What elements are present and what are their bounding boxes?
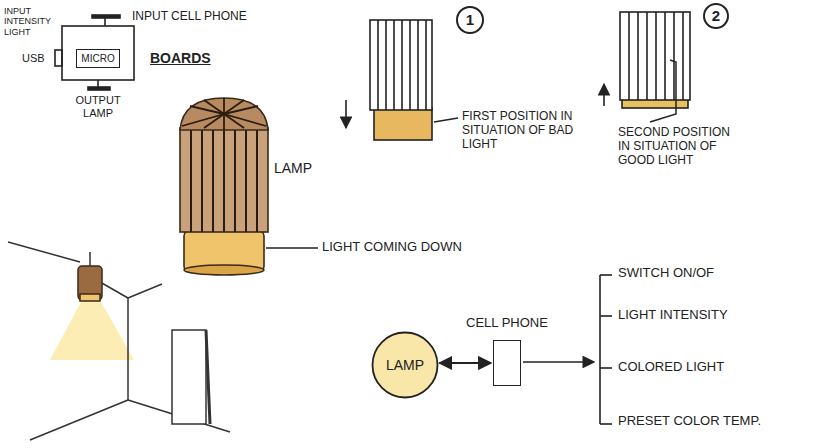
note-label: SECOND POSITION IN SITUATION OF GOOD LIG… <box>618 126 743 167</box>
function-bracket <box>600 275 612 424</box>
input-label: INPUT INTENSITY LIGHT <box>4 6 62 37</box>
leader-line <box>434 118 458 122</box>
room-sketch <box>8 242 230 440</box>
note-label: LIGHT COMING DOWN <box>322 240 462 255</box>
node-text: CELL PHONE <box>466 315 548 330</box>
output-arrow <box>523 361 594 363</box>
lamp-position-2 <box>620 12 690 108</box>
function-item: COLORED LIGHT <box>618 360 724 375</box>
node-text: MICRO <box>81 53 114 64</box>
leader-line <box>650 60 676 122</box>
leader-line <box>266 247 318 249</box>
part-label: LAMP <box>274 160 312 176</box>
function-item: SWITCH ON/OF <box>618 266 714 281</box>
move-up-arrow <box>603 84 605 106</box>
lamp-sketch <box>180 98 268 275</box>
connector-arrow <box>439 362 491 364</box>
lamp-outline <box>373 333 438 398</box>
note-label: FIRST POSITION IN SITUATION OF BAD LIGHT <box>462 110 580 151</box>
lamp-position-1 <box>370 20 432 140</box>
input-label: INPUT CELL PHONE <box>132 10 247 24</box>
callout-number: 1 <box>456 6 484 34</box>
function-item: PRESET COLOR TEMP. <box>618 414 761 429</box>
cell-phone-box: CELL PHONE <box>493 340 521 386</box>
function-item: LIGHT INTENSITY <box>618 308 728 323</box>
output-label: OUTPUT LAMP <box>68 94 128 119</box>
move-down-arrow <box>345 100 347 128</box>
lamp-circle: LAMP <box>371 331 439 399</box>
micro-chip-box: MICRO <box>76 49 120 68</box>
port-label: USB <box>22 52 45 65</box>
callout-number: 2 <box>703 3 729 29</box>
node-text: LAMP <box>386 357 424 373</box>
section-title: BOARDS <box>150 50 211 66</box>
boards-sketch <box>55 15 134 90</box>
